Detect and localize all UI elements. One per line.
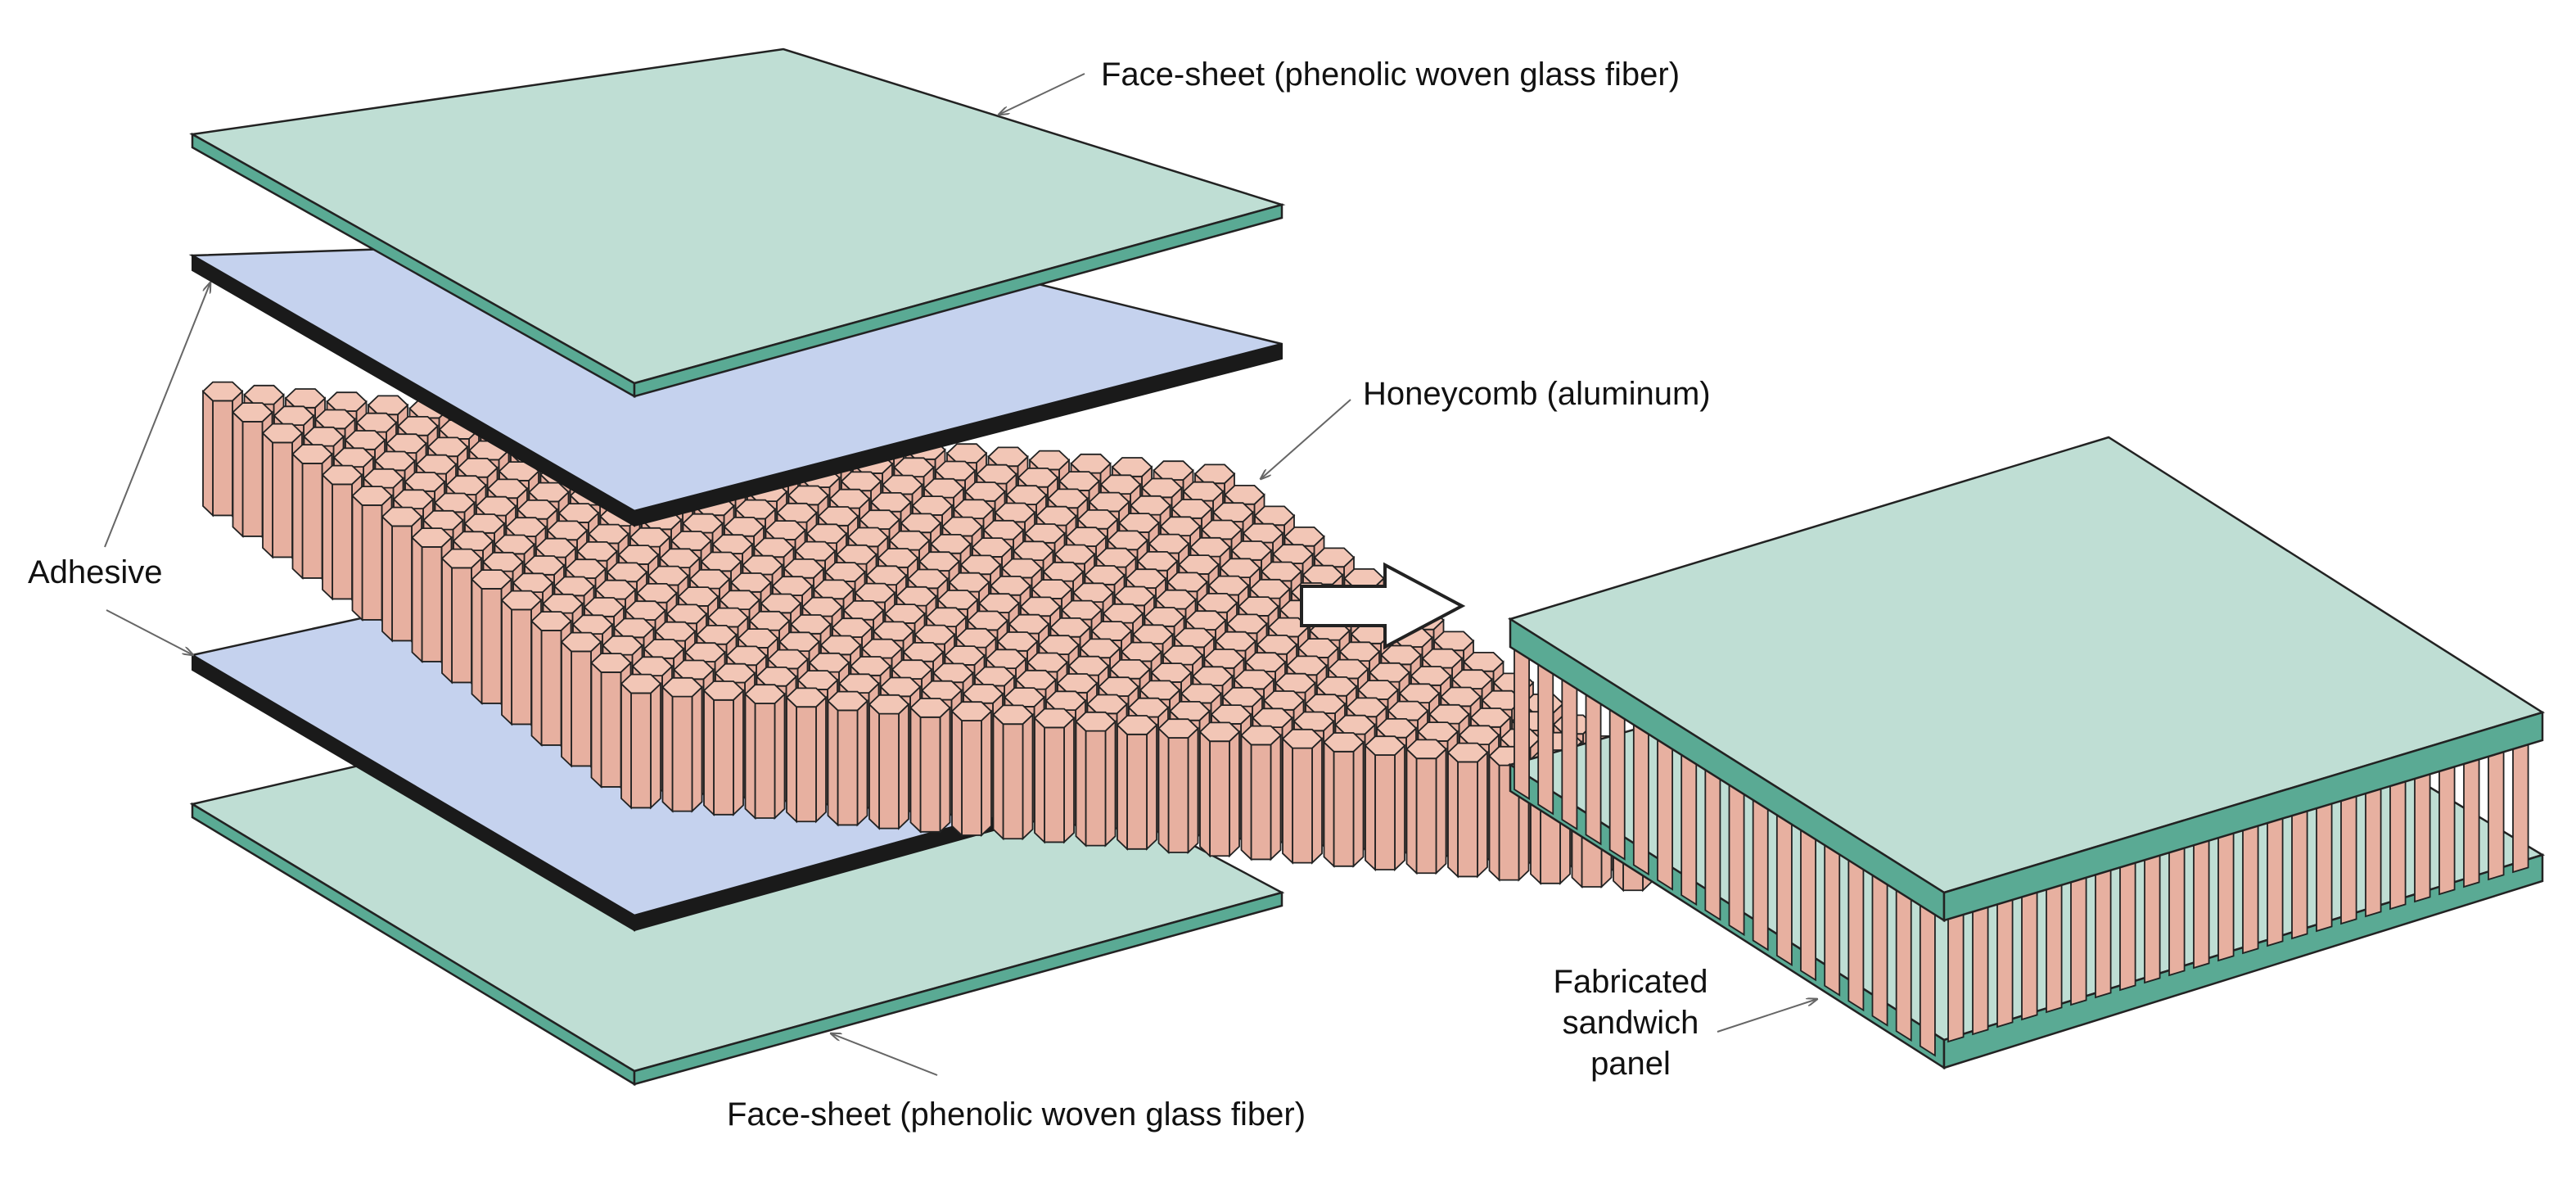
panel-cell-wall (1680, 753, 1698, 906)
panel-cell-wall (1514, 647, 1530, 801)
panel-cell-wall (2365, 788, 2382, 918)
honeycomb-cell (1198, 721, 1241, 858)
face-sheet-top (189, 47, 1286, 399)
panel-cell-wall (1895, 888, 1912, 1042)
panel-cell-wall (1608, 708, 1626, 861)
honeycomb-cell (950, 701, 993, 838)
label-fabricated-panel: Fabricated sandwich panel (1524, 961, 1737, 1084)
panel-honeycomb-core (1514, 647, 2529, 1057)
label-fabricated-line2: sandwich (1562, 1005, 1699, 1041)
panel-cell-wall (2021, 891, 2038, 1021)
honeycomb-cell (1157, 718, 1199, 855)
adhesive-sheet-top (188, 233, 1283, 527)
label-adhesive: Adhesive (28, 554, 163, 590)
label-honeycomb: Honeycomb (aluminum) (1363, 376, 1711, 412)
panel-cell-wall (1728, 783, 1745, 937)
panel-cell-wall (2242, 825, 2259, 955)
panel-cell-wall (2144, 854, 2161, 984)
panel-top-sheet (1508, 436, 2545, 923)
honeycomb-cell (827, 690, 868, 827)
honeycomb-cell (785, 687, 828, 824)
panel-cell-wall (1871, 874, 1888, 1027)
honeycomb-cell (661, 676, 703, 813)
panel-cell-wall (1537, 662, 1554, 816)
label-fabricated-line3: panel (1590, 1046, 1671, 1082)
panel-cell-wall (1632, 722, 1649, 876)
panel-cell-wall (1752, 798, 1769, 952)
label-fabricated-line1: Fabricated (1553, 964, 1708, 1000)
honeycomb-cell (1405, 739, 1447, 875)
honeycomb-cell (1033, 708, 1076, 844)
leader-face-sheet-bottom (831, 1033, 938, 1076)
panel-cell-wall (2463, 758, 2480, 888)
panel-cell-wall (2512, 744, 2529, 874)
panel-cell-wall (2070, 876, 2087, 1006)
hollow-right-arrow-icon (1300, 562, 1466, 650)
honeycomb-cell (1323, 732, 1365, 868)
panel-cell-wall (2488, 751, 2505, 881)
honeycomb-cell (381, 506, 423, 643)
honeycomb-cell (1240, 725, 1282, 861)
panel-cell-wall (2168, 847, 2186, 977)
panel-cell-wall (2316, 802, 2333, 933)
panel-cell-wall (2340, 795, 2357, 925)
panel-cell-wall (1947, 913, 1965, 1043)
leader-lines (104, 73, 1817, 1076)
leader-fabricated-panel (1717, 999, 1817, 1033)
label-face-sheet-top: Face-sheet (phenolic woven glass fiber) (1101, 57, 1680, 93)
leader-adhesive-bottom (106, 609, 193, 655)
leader-honeycomb (1261, 399, 1351, 479)
panel-cell-wall (2438, 766, 2456, 896)
panel-cell-wall (1704, 767, 1721, 921)
honeycomb-cell (702, 680, 745, 816)
honeycomb-cell (1281, 728, 1324, 865)
panel-cell-wall (2046, 884, 2063, 1014)
panel-cell-wall (1824, 843, 1841, 997)
honeycomb-cell (620, 673, 662, 810)
panel-cell-wall (1972, 906, 1989, 1036)
honeycomb-cell (1446, 742, 1489, 879)
panel-cell-wall (2414, 773, 2431, 903)
panel-cell-wall (2217, 832, 2235, 962)
panel-cell-wall (1775, 813, 1793, 966)
panel-cell-wall (2389, 780, 2407, 911)
leader-face-sheet-top (999, 73, 1085, 115)
honeycomb-cell (1075, 711, 1117, 848)
honeycomb-cell (868, 694, 910, 830)
panel-cell-wall (1561, 677, 1578, 830)
honeycomb-cell (909, 698, 951, 834)
panel-cell-wall (2193, 839, 2210, 970)
panel-cell-wall (2119, 861, 2136, 992)
panel-cell-wall (2095, 869, 2112, 999)
panel-cell-wall (2291, 810, 2308, 940)
honeycomb-cell (992, 704, 1034, 841)
panel-cell-wall (2267, 817, 2284, 947)
panel-cell-wall (1996, 898, 2014, 1029)
honeycomb-cell (744, 684, 786, 821)
panel-cell-wall (1919, 903, 1936, 1057)
panel-cell-wall (1800, 828, 1816, 982)
leader-adhesive-top (104, 283, 210, 548)
honeycomb-cell (1364, 735, 1406, 872)
label-face-sheet-bottom: Face-sheet (phenolic woven glass fiber) (727, 1096, 1306, 1133)
panel-cell-wall (1847, 858, 1865, 1012)
panel-cell-wall (1585, 692, 1602, 846)
panel-cell-wall (1657, 738, 1673, 891)
honeycomb-cell (1116, 715, 1158, 851)
